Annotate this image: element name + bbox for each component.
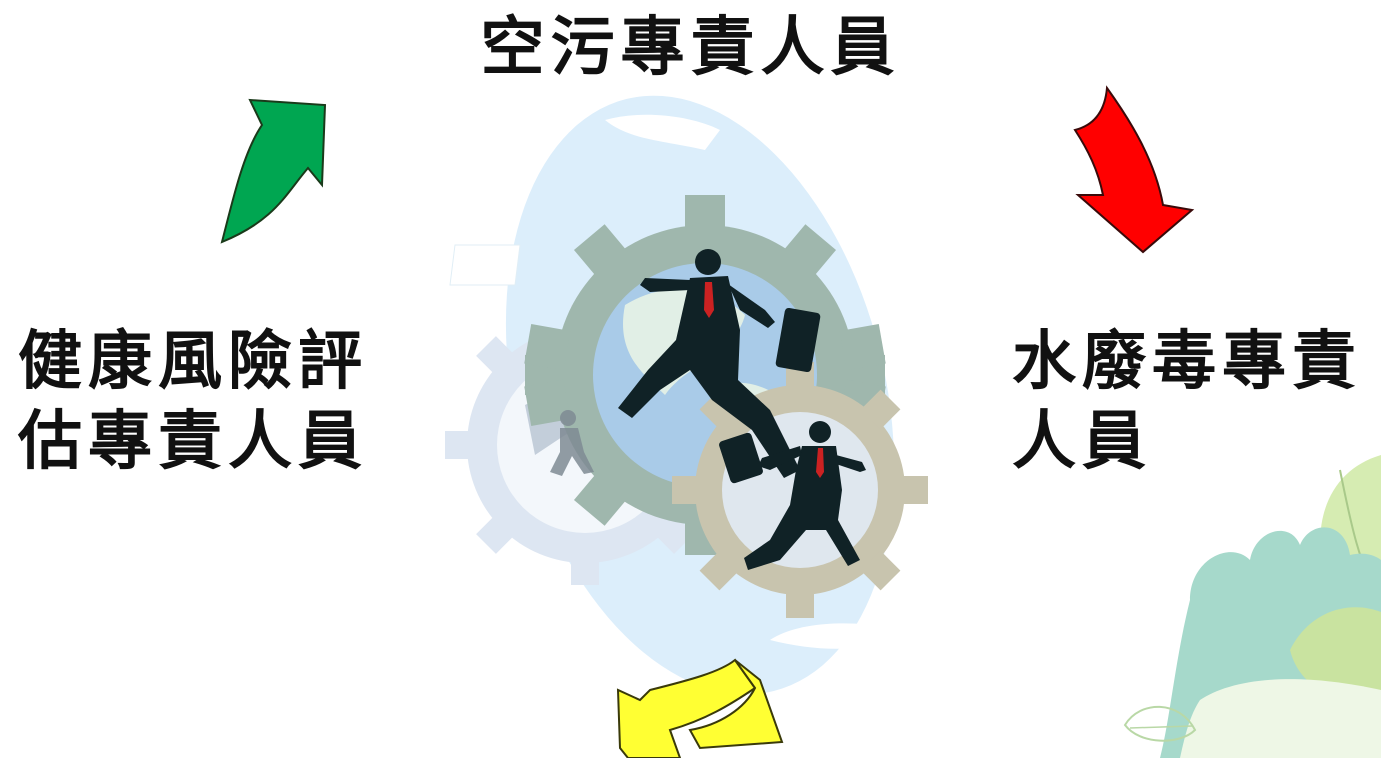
role-label-air-pollution: 空污專責人員 <box>480 11 901 85</box>
role-label-health-risk: 健康風險評 估專責人員 <box>18 325 368 479</box>
role-label-water-waste-toxic: 水廢毒專責 人員 <box>1012 325 1362 479</box>
